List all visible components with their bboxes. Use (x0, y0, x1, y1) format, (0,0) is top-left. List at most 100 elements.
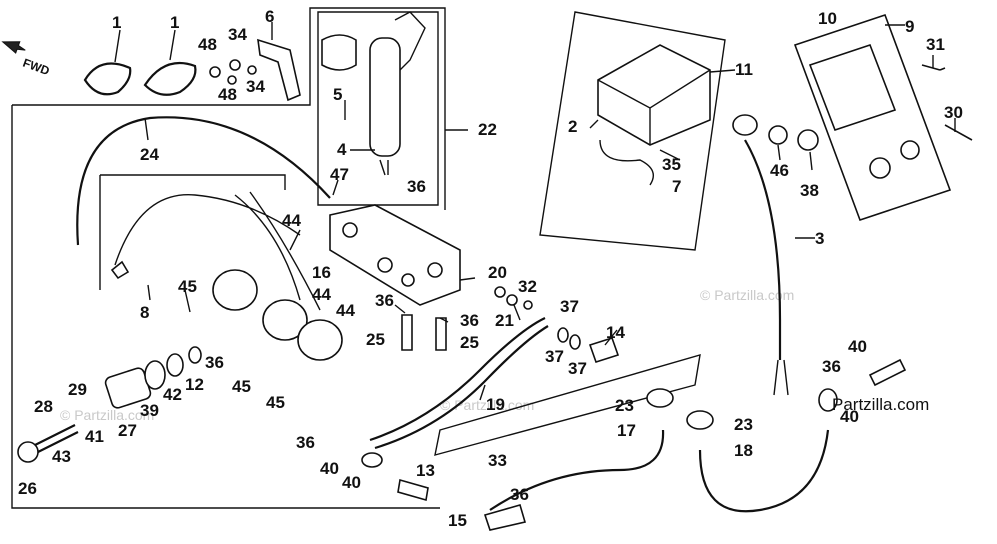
callout-label: 40 (320, 459, 339, 478)
callout-label: 44 (282, 211, 301, 230)
callout-label: 36 (375, 291, 394, 310)
callout-label: 40 (840, 407, 859, 426)
filter-bracket-part (394, 11, 426, 71)
meter-cable-part (744, 139, 782, 360)
bolt-part (209, 66, 221, 78)
washer-part (361, 452, 383, 468)
callout-label: 42 (163, 385, 182, 404)
rubber-mount-part (646, 388, 674, 408)
meter-lead-part (773, 359, 789, 396)
fwd-label: FWD (21, 56, 52, 79)
regulator-part (597, 44, 711, 146)
callout-label: 37 (560, 297, 579, 316)
regulator-wire-part (599, 139, 654, 186)
bracket-part (257, 38, 301, 102)
callout-label: 15 (448, 511, 467, 530)
callout-label: 32 (518, 277, 537, 296)
o-ring-part (557, 327, 569, 343)
fuel-filter-part (369, 37, 401, 157)
callout-label: 5 (333, 85, 342, 104)
group-frame-main-left (11, 105, 440, 509)
callout-label: 36 (460, 311, 479, 330)
callout-label: 23 (734, 415, 753, 434)
fuel-hose-part (76, 116, 331, 246)
callout-label: 38 (800, 181, 819, 200)
fuel-hose-part (489, 429, 665, 511)
callout-label: 26 (18, 479, 37, 498)
callout-label: 21 (495, 311, 514, 330)
strap-part (83, 62, 132, 96)
washer-part (229, 59, 241, 71)
partzilla-watermark-label: Partzilla.com (832, 395, 929, 414)
callout-label: 37 (545, 347, 564, 366)
o-ring-part (569, 334, 581, 350)
callout-label: 8 (140, 303, 149, 322)
callout-label: 30 (944, 103, 963, 122)
callout-label: 44 (312, 285, 331, 304)
nut-part (227, 75, 237, 85)
callout-label: 34 (246, 77, 265, 96)
callout-label: 36 (822, 357, 841, 376)
injection-block-part (329, 204, 461, 306)
seal-part (188, 346, 202, 364)
callout-label: 44 (336, 301, 355, 320)
washer-part (166, 353, 184, 377)
port-part (377, 257, 393, 273)
rubber-mount-part (686, 410, 714, 430)
callout-label: 1 (170, 13, 179, 32)
callout-label: 48 (218, 85, 237, 104)
regulator-edge (597, 69, 711, 145)
callout-label: 10 (818, 9, 837, 28)
gauge-hole-part (900, 140, 920, 160)
callout-label: 14 (606, 323, 625, 342)
callout-label: 16 (312, 263, 331, 282)
callout-label: 36 (510, 485, 529, 504)
regulator-group-frame (539, 11, 726, 251)
meter-window-part (808, 43, 897, 132)
callout-label: 35 (662, 155, 681, 174)
filter-cap-part (321, 34, 357, 71)
callout-label: 45 (266, 393, 285, 412)
meter-part (732, 114, 758, 136)
callout-label: 45 (232, 377, 251, 396)
callout-label: 45 (178, 277, 197, 296)
fuel-hose-part (374, 325, 549, 450)
bolt-part (506, 294, 518, 306)
callout-label: 31 (926, 35, 945, 54)
callout-label: 9 (905, 17, 914, 36)
callout-label: 36 (407, 177, 426, 196)
coil-group-frame (99, 174, 286, 290)
fuel-hose-part (369, 317, 546, 442)
callout-label: 39 (140, 401, 159, 420)
port-part (401, 273, 415, 287)
coil-part (297, 319, 343, 361)
nipple-part (435, 317, 447, 351)
port-part (427, 262, 443, 278)
callout-label: 1 (112, 13, 121, 32)
callout-label: 40 (342, 473, 361, 492)
callout-label: 34 (228, 25, 247, 44)
washer-part (494, 286, 506, 298)
nipple-part (401, 314, 413, 351)
port-part (342, 222, 358, 238)
callout-label: 13 (416, 461, 435, 480)
callout-label: 48 (198, 35, 217, 54)
watermark-text: © Partzilla.com (60, 407, 154, 423)
coil-part (262, 299, 308, 341)
seal-part (523, 300, 533, 310)
coil-part (212, 269, 258, 311)
callout-label: 46 (770, 161, 789, 180)
filter-outlet-part (379, 159, 389, 176)
callout-label: 7 (672, 177, 681, 196)
callout-label: 36 (296, 433, 315, 452)
callout-label: 22 (478, 120, 497, 139)
connector-part (110, 260, 130, 280)
callout-label: 43 (52, 447, 71, 466)
callout-label: 3 (815, 229, 824, 248)
bolt-part (247, 65, 257, 75)
callout-label: 11 (735, 60, 753, 79)
callout-label: 2 (568, 117, 577, 136)
callout-label: 17 (617, 421, 636, 440)
